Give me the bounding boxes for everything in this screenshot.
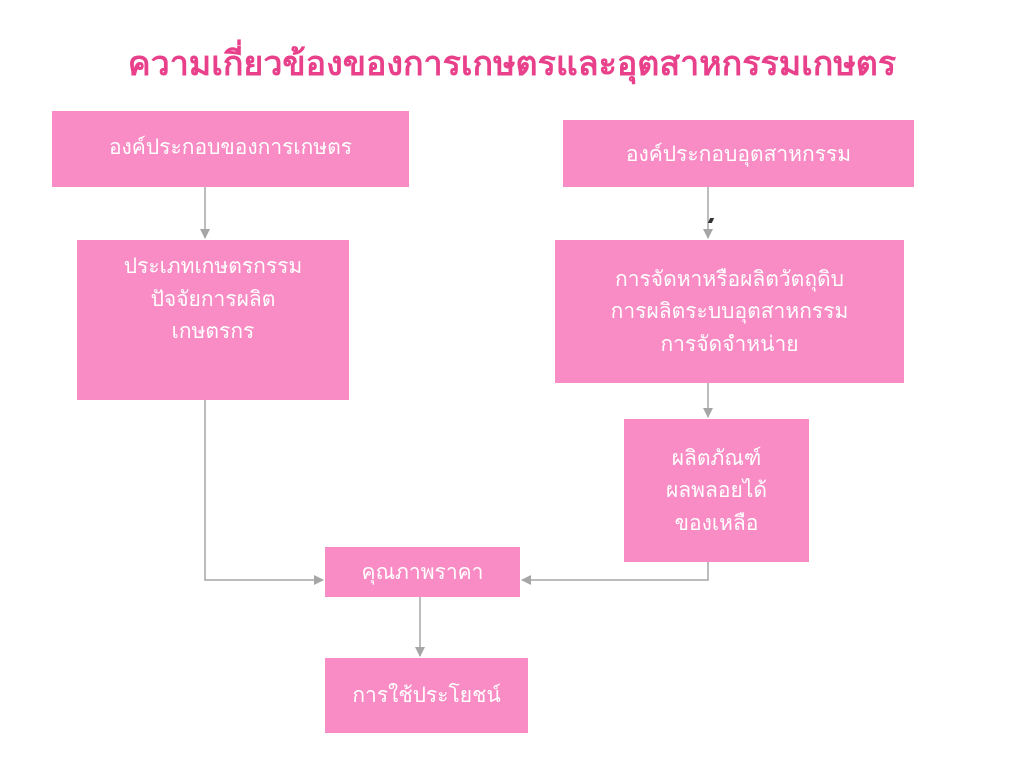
node-line: การใช้ประโยชน์ [352,683,501,708]
node-line: การจัดจำหน่าย [660,331,799,356]
edge-agri-details-to-quality-price [204,400,324,585]
node-agri-details: ประเภทเกษตรกรรมปัจจัยการผลิตเกษตรกร [77,240,349,400]
node-line: ผลพลอยได้ [665,478,767,503]
node-quality-price: คุณภาพราคา [325,547,520,597]
node-line: การจัดหาหรือผลิตวัตถุดิบ [614,266,845,291]
node-line: ของเหลือ [674,510,759,535]
node-line: การผลิตระบบอุตสาหกรรม [610,299,849,324]
node-line: ผลิตภัณฑ์ [671,445,762,470]
edge-products-to-quality-price [521,562,709,585]
node-line: องค์ประกอบของการเกษตร [108,135,353,159]
node-utilization: การใช้ประโยชน์ [325,658,528,733]
page-title: ความเกี่ยวข้องของการเกษตรและอุตสาหกรรมเก… [127,44,897,84]
node-line: ประเภทเกษตรกรรม [123,254,303,278]
node-line: คุณภาพราคา [361,559,484,584]
node-agri-components: องค์ประกอบของการเกษตร [52,111,409,187]
node-industry-components: องค์ประกอบอุตสาหกรรม [563,120,914,187]
node-line: ปัจจัยการผลิต [150,286,276,311]
node-industry-details: การจัดหาหรือผลิตวัตถุดิบการผลิตระบบอุตสา… [555,240,904,383]
node-products: ผลิตภัณฑ์ผลพลอยได้ของเหลือ [624,419,809,562]
node-line: เกษตรกร [171,319,255,344]
node-line: องค์ประกอบอุตสาหกรรม [625,142,852,166]
